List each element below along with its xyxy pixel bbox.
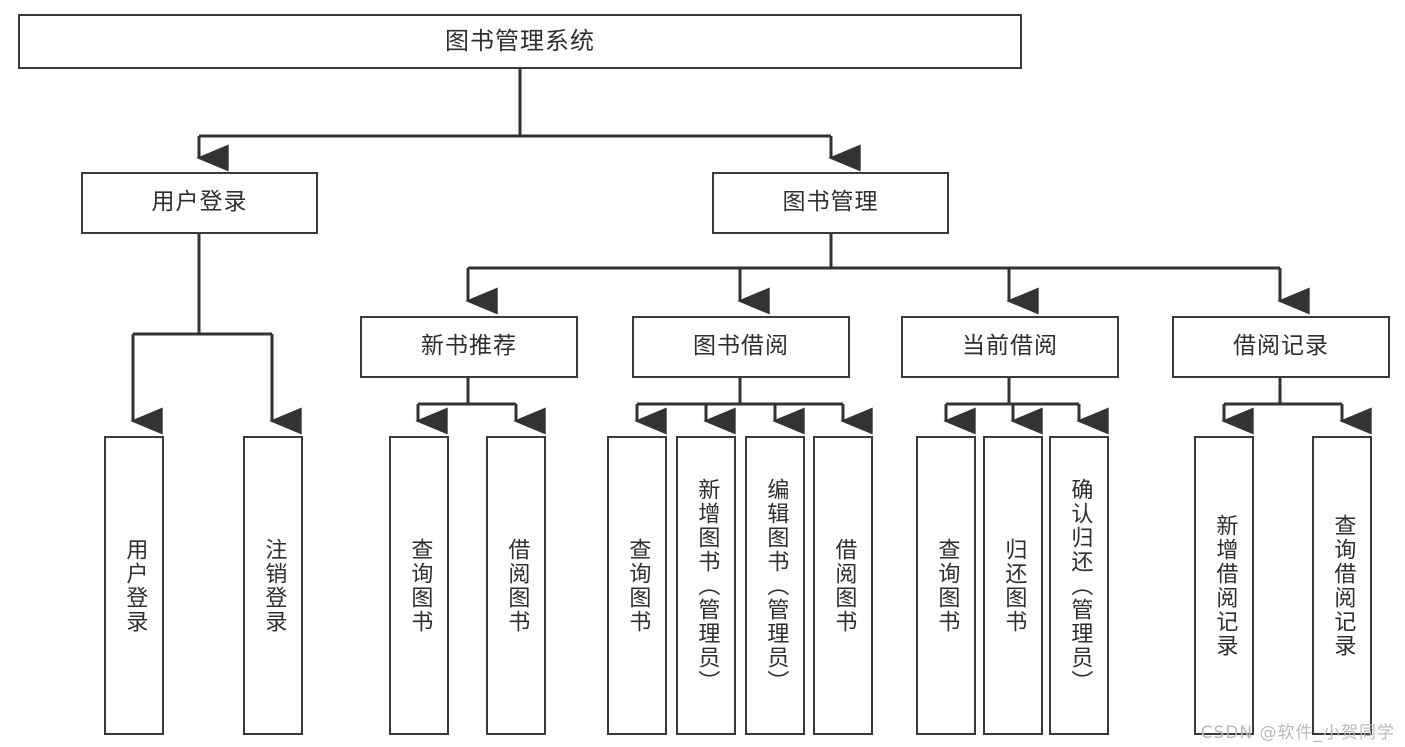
- node-leaf-borrow-books-recommend[interactable]: 借阅图书: [486, 436, 546, 735]
- node-leaf-query-books-current[interactable]: 查询图书: [916, 436, 976, 735]
- node-leaf-borrow-books-borrow[interactable]: 借阅图书: [813, 436, 873, 735]
- node-leaf-user-login[interactable]: 用户登录: [104, 436, 164, 735]
- node-borrow-record[interactable]: 借阅记录: [1172, 316, 1390, 378]
- node-label: 编辑图书（管理员）: [763, 477, 789, 694]
- node-label: 查询图书: [934, 537, 960, 634]
- node-label: 查询图书: [625, 537, 651, 634]
- node-new-book-recommend[interactable]: 新书推荐: [360, 316, 578, 378]
- node-label: 用户登录: [122, 537, 148, 634]
- node-label: 新增借阅记录: [1212, 513, 1238, 658]
- node-label: 借阅图书: [504, 537, 530, 634]
- node-label: 图书借阅: [693, 333, 789, 360]
- node-leaf-logout[interactable]: 注销登录: [243, 436, 303, 735]
- node-leaf-query-books-recommend[interactable]: 查询图书: [389, 436, 449, 735]
- node-book-borrow[interactable]: 图书借阅: [632, 316, 850, 378]
- node-label: 归还图书: [1001, 537, 1027, 634]
- node-label: 新书推荐: [421, 333, 517, 360]
- node-label: 用户登录: [151, 189, 248, 216]
- node-user-login[interactable]: 用户登录: [81, 172, 318, 234]
- node-book-management[interactable]: 图书管理: [712, 172, 949, 234]
- node-label: 当前借阅: [962, 333, 1058, 360]
- node-label: 注销登录: [261, 537, 287, 634]
- node-leaf-query-borrow-record[interactable]: 查询借阅记录: [1312, 436, 1372, 735]
- node-leaf-query-books-borrow[interactable]: 查询图书: [607, 436, 667, 735]
- node-label: 借阅图书: [831, 537, 857, 634]
- watermark-text: CSDN @软件_小贺同学: [1200, 723, 1395, 743]
- node-leaf-add-book-admin[interactable]: 新增图书（管理员）: [676, 436, 736, 735]
- node-leaf-return-books[interactable]: 归还图书: [983, 436, 1043, 735]
- node-label: 查询借阅记录: [1330, 513, 1356, 658]
- node-current-borrow[interactable]: 当前借阅: [901, 316, 1119, 378]
- node-label: 确认归还（管理员）: [1067, 477, 1093, 694]
- node-leaf-add-borrow-record[interactable]: 新增借阅记录: [1194, 436, 1254, 735]
- node-label: 图书管理系统: [445, 27, 595, 56]
- node-label: 新增图书（管理员）: [694, 477, 720, 694]
- node-leaf-confirm-return-admin[interactable]: 确认归还（管理员）: [1049, 436, 1109, 735]
- node-label: 借阅记录: [1233, 333, 1329, 360]
- node-label: 查询图书: [407, 537, 433, 634]
- node-label: 图书管理: [782, 189, 879, 216]
- node-leaf-edit-book-admin[interactable]: 编辑图书（管理员）: [745, 436, 805, 735]
- node-root-book-management-system[interactable]: 图书管理系统: [18, 14, 1022, 69]
